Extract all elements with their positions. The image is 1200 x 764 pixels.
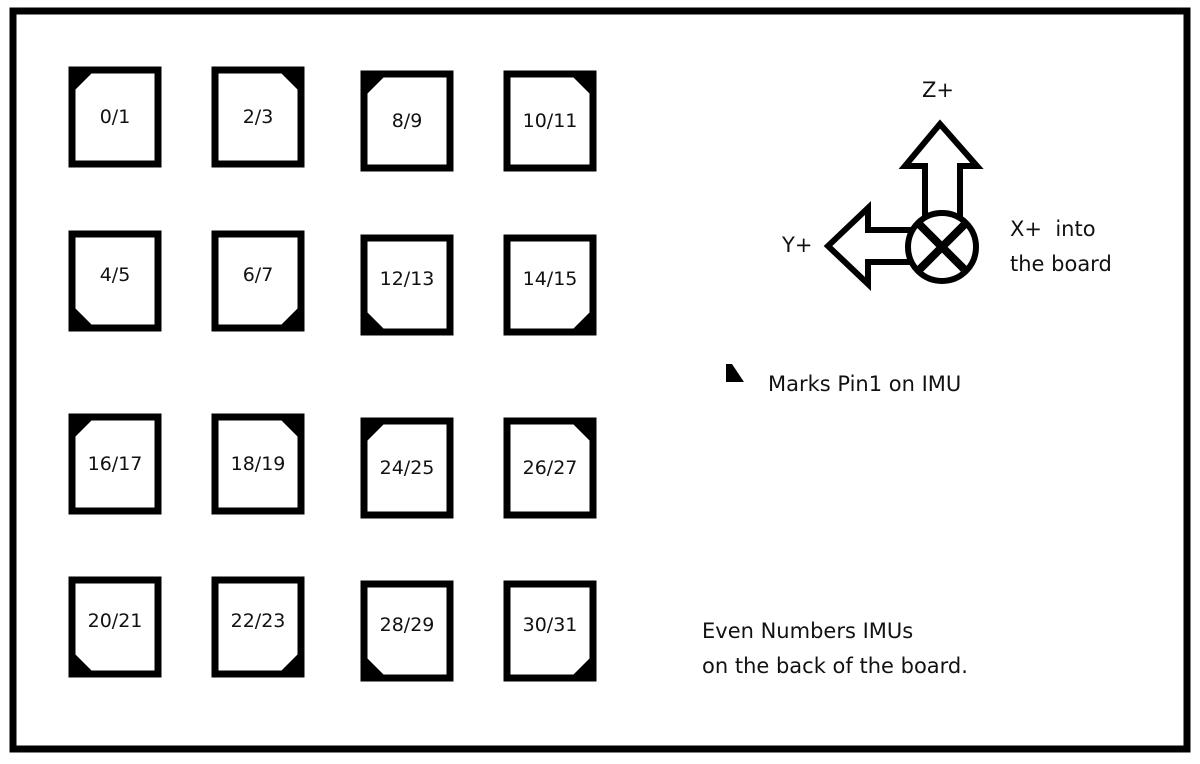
note-line-1: Even Numbers IMUs	[702, 619, 913, 643]
pin1-marker-icon	[274, 413, 305, 444]
imu-label: 10/11	[523, 110, 578, 132]
imu-outline	[68, 66, 162, 168]
imu-outline	[68, 230, 162, 332]
imu-4-5: 4/5	[68, 230, 162, 332]
x-axis-label: X+ into	[1010, 217, 1096, 241]
imu-outline	[360, 70, 454, 172]
pin1-marker-icon	[68, 413, 99, 444]
pin1-marker-icon	[68, 66, 99, 97]
imu-label: 20/21	[88, 610, 143, 632]
imu-label: 14/15	[523, 268, 578, 290]
imu-label: 28/29	[380, 614, 435, 636]
imu-outline	[503, 70, 597, 172]
pin1-marker-icon	[566, 305, 597, 336]
imu-12-13: 12/13	[360, 234, 454, 336]
imu-outline	[211, 66, 305, 168]
imu-24-25: 24/25	[360, 417, 454, 519]
imu-label: 18/19	[231, 453, 286, 475]
imu-outline	[503, 234, 597, 336]
imu-18-19: 18/19	[211, 413, 305, 515]
imu-26-27: 26/27	[503, 417, 597, 519]
pin1-marker-icon	[360, 651, 391, 682]
imu-30-31: 30/31	[503, 580, 597, 682]
imu-outline	[503, 580, 597, 682]
pin1-marker-icon	[726, 364, 744, 382]
imu-outline	[360, 417, 454, 519]
pin1-marker-icon	[566, 651, 597, 682]
imu-label: 2/3	[243, 106, 274, 128]
imu-label: 16/17	[88, 453, 143, 475]
imu-outline	[68, 576, 162, 678]
pin1-marker-icon	[274, 647, 305, 678]
y-axis-label: Y+	[781, 233, 812, 257]
pin1-marker-icon	[274, 301, 305, 332]
imu-outline	[360, 580, 454, 682]
imu-6-7: 6/7	[211, 230, 305, 332]
imu-outline	[68, 413, 162, 515]
z-axis-arrow	[898, 119, 984, 221]
imu-grid: 0/1 2/3 8/9 10/11 4/5 6/7 12/13 14/15 16/17 18/19…	[68, 66, 597, 682]
imu-28-29: 28/29	[360, 580, 454, 682]
pin1-legend-text: Marks Pin1 on IMU	[768, 372, 961, 396]
imu-16-17: 16/17	[68, 413, 162, 515]
watermark: @GunClaims	[1131, 753, 1189, 763]
imu-22-23: 22/23	[211, 576, 305, 678]
note-line-2: on the back of the board.	[702, 654, 968, 678]
imu-outline	[503, 417, 597, 519]
imu-10-11: 10/11	[503, 70, 597, 172]
imu-outline	[360, 234, 454, 336]
imu-20-21: 20/21	[68, 576, 162, 678]
imu-2-3: 2/3	[211, 66, 305, 168]
axes-indicator	[823, 119, 984, 291]
imu-label: 24/25	[380, 457, 435, 479]
pin1-marker-icon	[360, 305, 391, 336]
pin1-marker-icon	[566, 417, 597, 448]
imu-outline	[211, 413, 305, 515]
imu-label: 12/13	[380, 268, 435, 290]
x-axis-label-cont: the board	[1010, 252, 1112, 276]
imu-label: 6/7	[243, 264, 274, 286]
imu-label: 8/9	[392, 110, 423, 132]
imu-outline	[211, 576, 305, 678]
z-axis-label: Z+	[922, 78, 954, 102]
pin1-marker-icon	[274, 66, 305, 97]
imu-label: 26/27	[523, 457, 578, 479]
pin1-marker-icon	[68, 301, 99, 332]
pin1-marker-icon	[360, 417, 391, 448]
pin1-marker-icon	[566, 70, 597, 101]
imu-outline	[211, 230, 305, 332]
imu-14-15: 14/15	[503, 234, 597, 336]
pin1-marker-icon	[360, 70, 391, 101]
imu-8-9: 8/9	[360, 70, 454, 172]
imu-0-1: 0/1	[68, 66, 162, 168]
pin1-marker-icon	[68, 647, 99, 678]
y-axis-arrow	[823, 201, 915, 291]
imu-label: 22/23	[231, 610, 286, 632]
imu-label: 30/31	[523, 614, 578, 636]
imu-label: 4/5	[100, 264, 131, 286]
board-outline	[9, 7, 1191, 753]
imu-label: 0/1	[100, 106, 131, 128]
